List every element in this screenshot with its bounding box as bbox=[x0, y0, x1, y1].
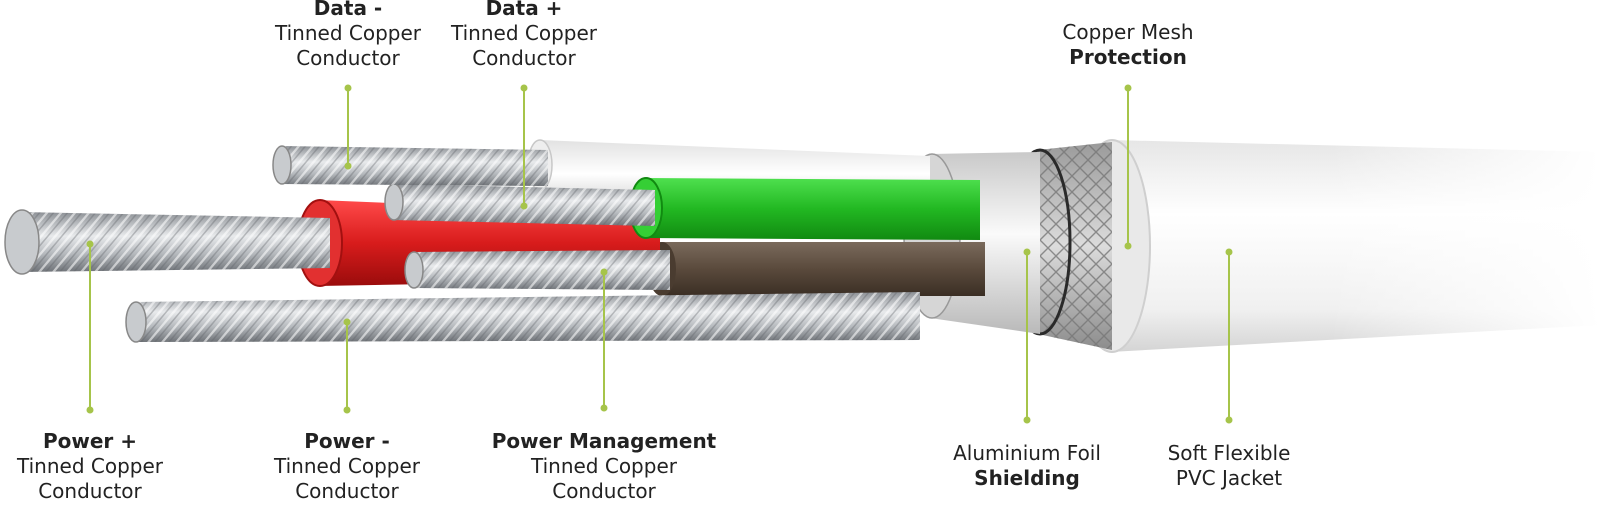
label-data-minus-line2: Conductor bbox=[296, 46, 400, 70]
label-power-minus: Power - Tinned Copper Conductor bbox=[274, 429, 420, 504]
label-copper-mesh: Copper Mesh Protection bbox=[1062, 20, 1193, 70]
label-power-plus-line2: Conductor bbox=[38, 479, 142, 503]
copper-mesh bbox=[1008, 142, 1112, 350]
label-aluminium-foil-title: Shielding bbox=[974, 466, 1080, 490]
label-power-minus-title: Power - bbox=[304, 429, 390, 453]
label-power-plus-title: Power + bbox=[42, 429, 138, 453]
data-minus-strand bbox=[272, 145, 548, 186]
label-power-plus-line1: Tinned Copper bbox=[17, 454, 163, 478]
leader-power-minus bbox=[343, 318, 351, 414]
label-power-minus-line1: Tinned Copper bbox=[274, 454, 420, 478]
power-management-strand bbox=[404, 250, 670, 290]
power-minus-strand bbox=[125, 292, 920, 343]
leader-power-management bbox=[600, 268, 608, 412]
leader-pvc-jacket bbox=[1225, 248, 1233, 424]
label-power-management-line2: Conductor bbox=[552, 479, 656, 503]
leader-copper-mesh bbox=[1124, 84, 1132, 250]
label-data-minus-title: Data - bbox=[313, 0, 383, 20]
label-pvc-jacket-line2: PVC Jacket bbox=[1175, 466, 1283, 490]
power-plus-strand bbox=[4, 209, 330, 275]
label-aluminium-foil: Aluminium Foil Shielding bbox=[953, 441, 1101, 491]
label-aluminium-foil-line1: Aluminium Foil bbox=[953, 441, 1101, 465]
label-power-management: Power Management Tinned Copper Conductor bbox=[492, 429, 716, 504]
label-data-minus: Data - Tinned Copper Conductor bbox=[275, 0, 421, 71]
label-data-plus-title: Data + bbox=[485, 0, 563, 20]
label-power-management-line1: Tinned Copper bbox=[530, 454, 677, 478]
label-power-management-title: Power Management bbox=[491, 429, 717, 453]
label-data-plus: Data + Tinned Copper Conductor bbox=[451, 0, 597, 71]
label-power-plus: Power + Tinned Copper Conductor bbox=[17, 429, 163, 504]
leader-data-plus bbox=[520, 84, 528, 210]
label-data-plus-line1: Tinned Copper bbox=[451, 21, 597, 45]
label-copper-mesh-line1: Copper Mesh bbox=[1062, 20, 1194, 44]
leader-data-minus bbox=[344, 84, 352, 170]
pvc-jacket bbox=[1073, 139, 1600, 360]
label-pvc-jacket-line1: Soft Flexible bbox=[1167, 441, 1291, 465]
label-copper-mesh-title: Protection bbox=[1069, 45, 1187, 69]
label-pvc-jacket: Soft Flexible PVC Jacket bbox=[1168, 441, 1291, 491]
label-power-minus-line2: Conductor bbox=[295, 479, 399, 503]
label-data-plus-line2: Conductor bbox=[472, 46, 576, 70]
leader-aluminium-foil bbox=[1023, 248, 1031, 424]
leader-lines bbox=[86, 84, 1233, 424]
leader-power-plus bbox=[86, 240, 94, 414]
power-management-insulation bbox=[648, 242, 985, 296]
data-plus-insulation bbox=[629, 177, 980, 240]
label-data-minus-line1: Tinned Copper bbox=[275, 21, 421, 45]
data-plus-strand bbox=[384, 183, 655, 226]
